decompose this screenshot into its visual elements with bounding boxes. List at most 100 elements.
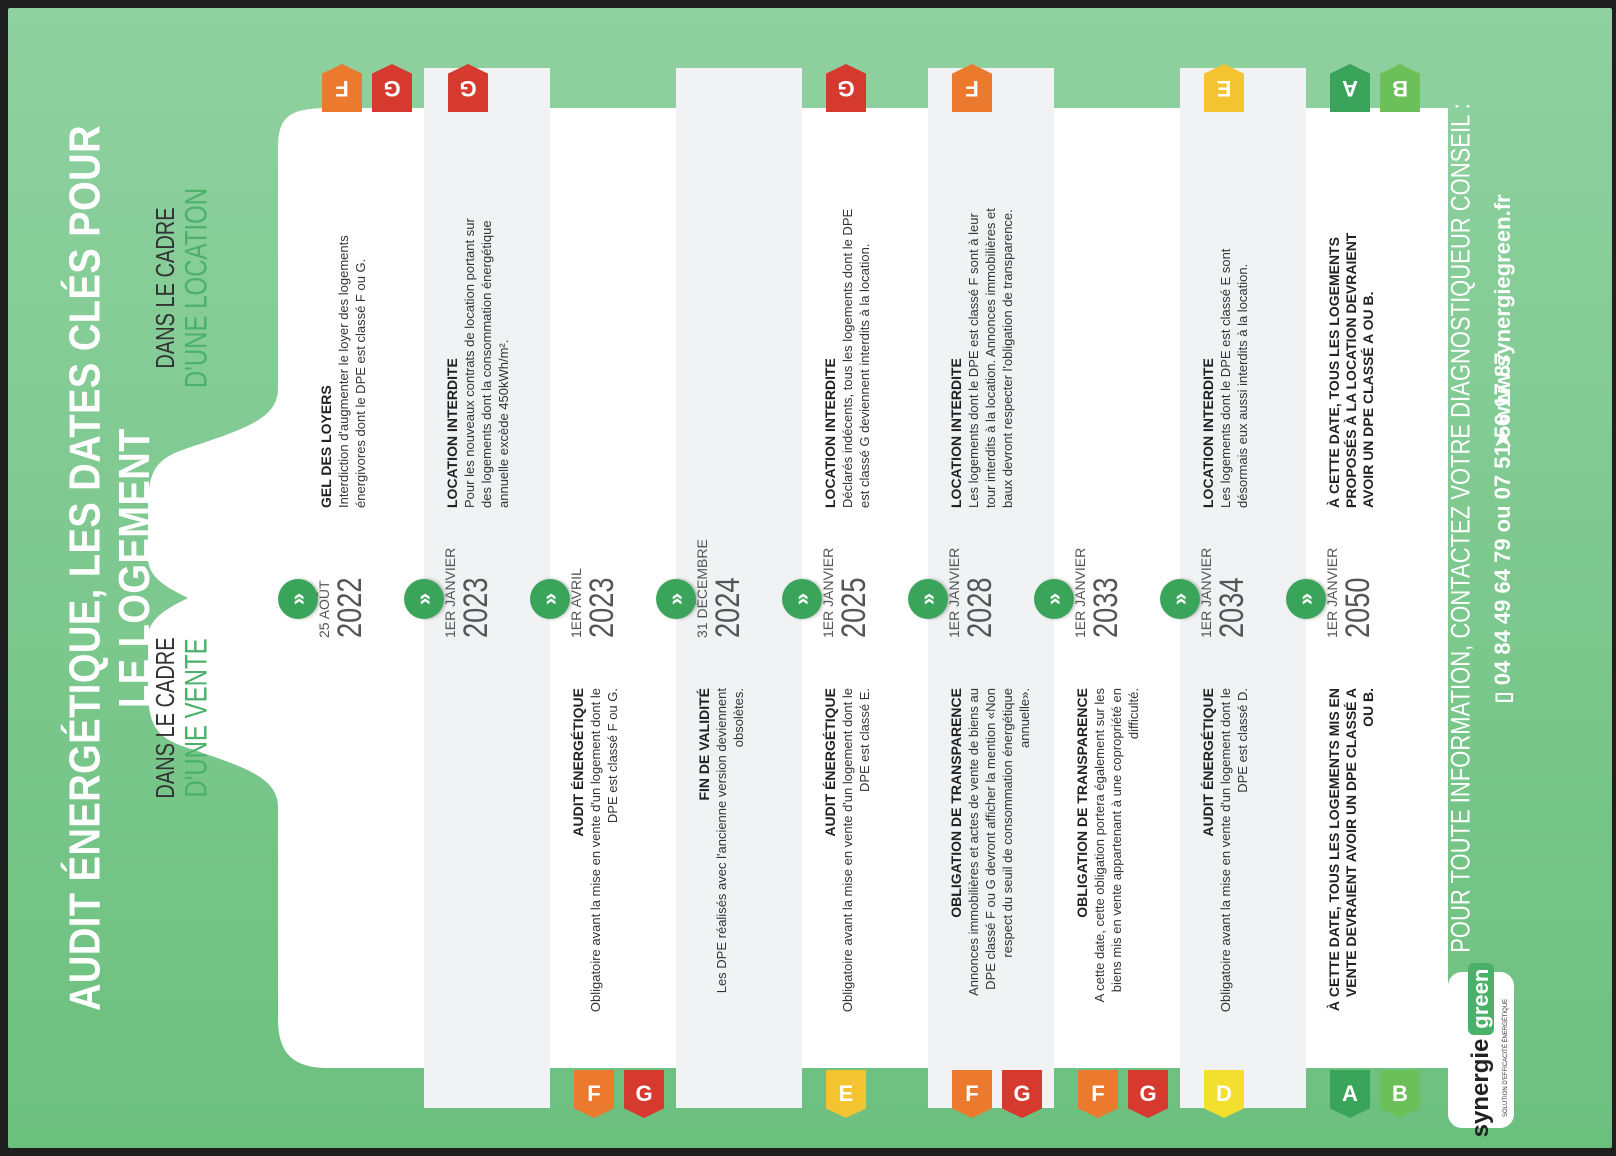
energy-class-tag: F	[1078, 1070, 1118, 1118]
energy-class-tag: G	[826, 64, 866, 112]
date-year: 2023	[583, 577, 621, 638]
location-entry-text: Pour les nouveaux contrats de location p…	[462, 218, 511, 508]
location-entry-title: LOCATION INTERDITE	[822, 358, 838, 508]
date-year: 2025	[835, 577, 873, 638]
vente-entry-title: OBLIGATION DE TRANSPARENCE	[1074, 688, 1090, 918]
location-entry-text: Les logements dont le DPE est classé F s…	[966, 208, 1015, 508]
chevron-right-icon: »	[782, 579, 822, 619]
energy-class-tag: E	[1204, 64, 1244, 112]
location-entry-title: LOCATION INTERDITE	[444, 358, 460, 508]
date-day: 1ER AVRIL	[568, 568, 584, 638]
header-location: DANS LE CADRE D'UNE LOCATION	[151, 108, 215, 468]
chevron-right-icon: »	[1286, 579, 1326, 619]
vente-entry-text: Annonces immobilières et actes de vente …	[966, 688, 1032, 996]
energy-class-tag: F	[574, 1070, 614, 1118]
header-location-top: DANS LE CADRE	[152, 207, 181, 369]
location-entry-title: LOCATION INTERDITE	[948, 358, 964, 508]
date-day: 1ER JANVIER	[1324, 547, 1340, 638]
energy-class-tag: G	[624, 1070, 664, 1118]
timeline-card: DANS LE CADRE D'UNE VENTE DANS LE CADRE …	[128, 68, 1448, 1108]
date-year: 2022	[331, 577, 369, 638]
energy-class-tag: B	[1380, 64, 1420, 112]
header-vente: DANS LE CADRE D'UNE VENTE	[151, 538, 215, 898]
energy-class-tag: D	[1204, 1070, 1244, 1118]
location-entry-text: Les logements dont le DPE est classé E s…	[1218, 248, 1250, 508]
energy-class-tag: F	[322, 64, 362, 112]
location-entry-text: Déclarés indécents, tous les logements d…	[840, 208, 872, 508]
vente-entry-text: Obligatoire avant la mise en vente d'un …	[588, 688, 620, 1013]
chevron-right-icon: »	[656, 579, 696, 619]
vente-entry-title: OBLIGATION DE TRANSPARENCE	[948, 688, 964, 918]
vente-entry-text: A cette date, cette obligation portera é…	[1092, 688, 1141, 1003]
energy-class-tag: G	[448, 64, 488, 112]
header-vente-top: DANS LE CADRE	[152, 637, 181, 799]
date-day: 1ER JANVIER	[946, 547, 962, 638]
energy-class-tag: F	[952, 64, 992, 112]
date-year: 2050	[1339, 577, 1377, 638]
title-part-2: LES DATES CLÉS	[61, 247, 110, 578]
date-day: 1ER JANVIER	[442, 547, 458, 638]
footer-website-link[interactable]: www.synergiegreen.fr	[1490, 194, 1515, 424]
footer-info: POUR TOUTE INFORMATION, CONTACTEZ VOTRE …	[1445, 103, 1476, 953]
date-year: 2024	[709, 577, 747, 638]
date-year: 2028	[961, 577, 999, 638]
date-day: 25 AOÛT	[316, 580, 332, 638]
date-day: 31 DÉCEMBRE	[694, 539, 710, 638]
location-entry-title: À CETTE DATE, TOUS LES LOGEMENTS PROPOSÉ…	[1326, 232, 1376, 508]
logo-tagline: SOLUTION D'EFFICACITÉ ÉNERGÉTIQUE	[1503, 998, 1509, 1117]
vente-entry-title: AUDIT ÉNERGÉTIQUE	[1200, 688, 1216, 837]
energy-class-tag: A	[1330, 1070, 1370, 1118]
vente-entry-title: AUDIT ÉNERGÉTIQUE	[822, 688, 838, 837]
poster-frame: AUDIT ÉNERGÉTIQUE, LES DATES CLÉS POUR L…	[8, 8, 1612, 1148]
location-entry-title: GEL DES LOYERS	[318, 385, 334, 508]
energy-class-tag: G	[372, 64, 412, 112]
date-year: 2023	[457, 577, 495, 638]
header-location-sub: D'UNE LOCATION	[179, 187, 215, 389]
energy-class-tag: E	[826, 1070, 866, 1118]
logo-brand: synergie	[1467, 1038, 1494, 1138]
footer-website: ➤ www.synergiegreen.fr	[1490, 48, 1516, 448]
chevron-right-icon: »	[1160, 579, 1200, 619]
header-vente-sub: D'UNE VENTE	[179, 638, 215, 798]
vente-entry: À CETTE DATE, TOUS LES LOGEMENTS MIS EN …	[1326, 688, 1377, 1018]
date-day: 1ER JANVIER	[1198, 547, 1214, 638]
vente-entry-text: Les DPE réalisés avec l'ancienne version…	[714, 688, 746, 994]
chevron-right-icon: »	[1034, 579, 1074, 619]
chevron-right-icon: »	[530, 579, 570, 619]
synergie-green-logo: synergie green SOLUTION D'EFFICACITÉ ÉNE…	[1448, 962, 1514, 1137]
energy-class-tag: B	[1380, 1070, 1420, 1118]
vente-entry-title: FIN DE VALIDITÉ	[696, 688, 712, 801]
energy-class-tag: G	[1128, 1070, 1168, 1118]
date-day: 1ER JANVIER	[1072, 547, 1088, 638]
chevron-right-icon: »	[404, 579, 444, 619]
vente-entry-title: À CETTE DATE, TOUS LES LOGEMENTS MIS EN …	[1326, 688, 1376, 1012]
location-entry-title: LOCATION INTERDITE	[1200, 358, 1216, 508]
location-entry: À CETTE DATE, TOUS LES LOGEMENTS PROPOSÉ…	[1326, 208, 1377, 508]
